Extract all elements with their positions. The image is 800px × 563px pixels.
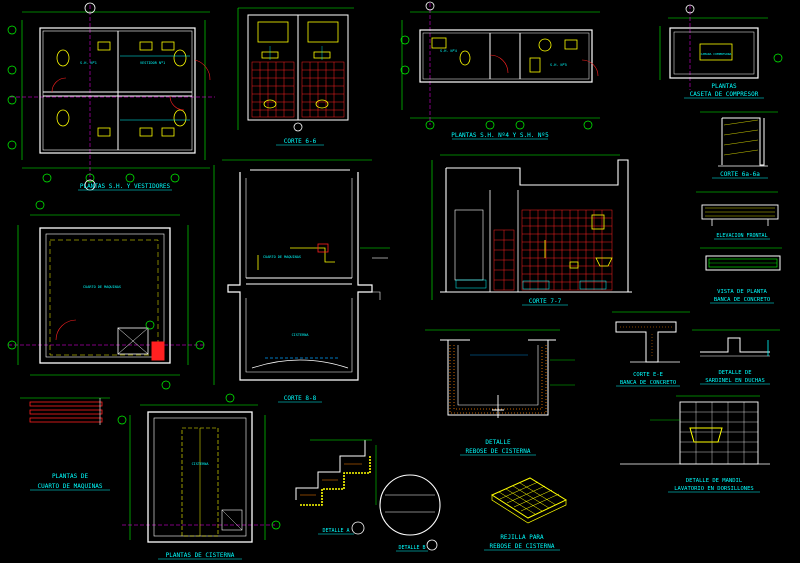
title-plantas-de: PLANTAS DE [52, 473, 89, 480]
section-corte-ee [612, 311, 690, 363]
title-corte-88: CORTE 8-8 [284, 395, 317, 402]
title-corte-77: CORTE 7-7 [529, 298, 562, 305]
title-corte-ee: CORTE E-E [633, 372, 663, 378]
title-rejilla-para: REJILLA PARA [500, 534, 544, 541]
ladder-detail [20, 397, 110, 425]
label-sh5: S.H. Nº5 [550, 63, 567, 67]
detail-rebose-cisterna [425, 329, 575, 418]
label-cuarto-maquinas: CUARTO DE MAQUINAS [83, 285, 121, 289]
label-cisterna-plan: CISTERNA [192, 462, 210, 466]
title-plantas-sh4-sh5: PLANTAS S.H. Nº4 Y S.H. Nº5 [451, 132, 549, 139]
title-rebose-cisterna-2: REBOSE DE CISTERNA [489, 543, 554, 550]
title-detalle-de: DETALLE DE [718, 370, 751, 376]
title-cuarto-maquinas: CUARTO DE MAQUINAS [37, 483, 102, 490]
title-corte-66: CORTE 6-6 [284, 138, 317, 145]
plan-sh4-sh5 [400, 1, 600, 130]
plan-cisterna [117, 393, 281, 543]
title-detalle-b: DETALLE B [398, 545, 425, 551]
plan-cuarto-maquinas [7, 200, 205, 390]
label-vestidor: VESTIDOR Nº1 [140, 61, 165, 65]
label-cisterna: CISTERNA [292, 333, 310, 337]
title-sardinel-duchas: SARDINEL EN DUCHAS [705, 378, 765, 384]
title-elevacion-frontal: ELEVACION FRONTAL [716, 233, 767, 239]
section-corte-66 [237, 7, 354, 132]
title-detalle-a: DETALLE A [322, 528, 349, 534]
title-vista-planta: VISTA DE PLANTA [717, 289, 767, 295]
title-caseta-compresor: CASETA DE COMPRESOR [690, 91, 759, 98]
title-detalle-rebose: DETALLE [485, 439, 511, 446]
title-plantas-caseta: PLANTAS [711, 83, 737, 90]
label-sh1: S.H. Nº1 [80, 61, 97, 65]
label-camara-compresor: CAMARA COMPRESORA [701, 52, 732, 56]
title-lavatorio: LAVATORIO EN DORSILLONES [674, 486, 753, 492]
title-corte-6a6a: CORTE 6a-6a [720, 171, 760, 178]
title-banca-concreto: BANCA DE CONCRETO [714, 297, 770, 303]
title-detalle-mandil: DETALLE DE MANDIL [686, 478, 743, 484]
elevation-frontal [696, 191, 779, 226]
title-plantas-cisterna: PLANTAS DE CISTERNA [166, 552, 235, 559]
section-corte-88 [213, 159, 390, 385]
plan-caseta-compresor [659, 4, 783, 90]
detail-b-circle [379, 474, 441, 551]
section-corte-77 [431, 154, 632, 300]
detail-rejilla [490, 477, 568, 524]
label-cuarto-maquinas-88: CUARTO DE MAQUINAS [263, 255, 301, 259]
title-banca-concreto-2: BANCA DE CONCRETO [620, 380, 676, 386]
title-rebose-cisterna: REBOSE DE CISTERNA [465, 448, 530, 455]
section-corte-6a6a [700, 111, 778, 167]
plan-sh-vestidores [7, 2, 215, 191]
detail-a-steps [295, 439, 377, 535]
label-sh4: S.H. Nº4 [440, 49, 457, 53]
detail-sardinel [692, 329, 780, 357]
title-plantas-sh-vestidores: PLANTAS S.H. Y VESTIDORES [80, 183, 171, 190]
plan-banca-concreto [700, 247, 782, 271]
detail-mandil [620, 395, 770, 465]
